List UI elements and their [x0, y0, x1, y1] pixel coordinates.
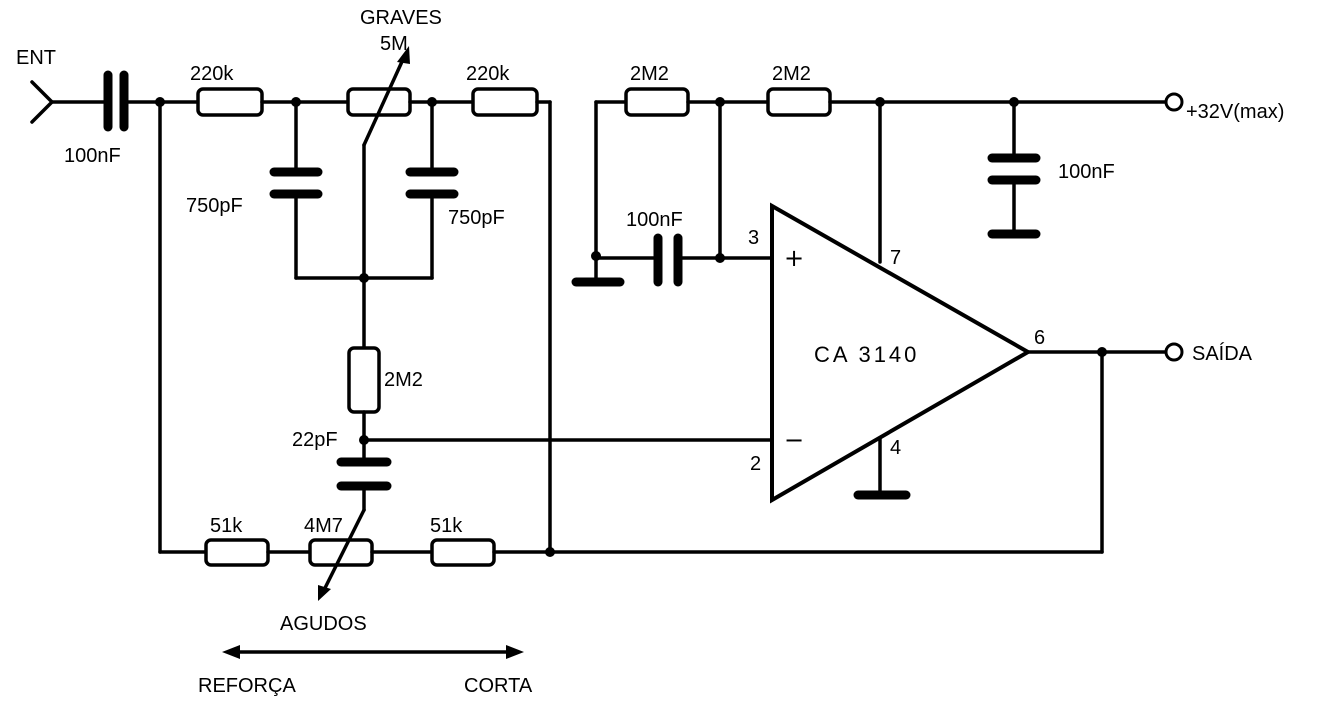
op-amp-ca3140 [770, 202, 1033, 504]
resistor-2m2-bias-right [766, 87, 832, 117]
pin2-label: 2 [750, 453, 761, 475]
c750-left-label: 750pF [186, 195, 243, 217]
r-mid-label: 2M2 [384, 369, 423, 391]
plus-sign: + [784, 244, 804, 272]
arrow-graves [362, 53, 407, 147]
agudos-label: AGUDOS [280, 613, 367, 635]
junction [715, 97, 725, 107]
input-jack-symbol [30, 80, 55, 124]
junction [875, 97, 885, 107]
input-label: ENT [16, 47, 56, 69]
minus-sign: − [784, 426, 804, 454]
pin3-label: 3 [748, 227, 759, 249]
c750-right-label: 750pF [448, 207, 505, 229]
graves-label: GRAVES [360, 7, 442, 29]
junction [1097, 347, 1107, 357]
c-bias-label: 100nF [626, 209, 683, 231]
cut-arrow-head [506, 645, 524, 659]
arrow-graves-head [397, 46, 410, 64]
r-bias2-label: 2M2 [772, 63, 811, 85]
resistor-220k-right [471, 87, 539, 117]
junction [291, 97, 301, 107]
junction [359, 273, 369, 283]
resistor-2m2-bias-left [624, 87, 690, 117]
c-in-label: 100nF [64, 145, 121, 167]
arrow-agudos-head [318, 585, 331, 601]
pin6-label: 6 [1034, 327, 1045, 349]
r51-left-label: 51k [210, 515, 243, 537]
junction [155, 97, 165, 107]
resistor-51k-right [430, 538, 496, 567]
junction [545, 547, 555, 557]
supply-terminal [1164, 92, 1184, 112]
r1-label: 220k [190, 63, 234, 85]
junction [359, 435, 369, 445]
graves-value-label: 5M [380, 33, 408, 55]
resistor-2m2-middle [347, 346, 381, 414]
resistor-220k-left [196, 87, 264, 117]
output-terminal [1164, 342, 1184, 362]
r51-right-label: 51k [430, 515, 463, 537]
c-supply-label: 100nF [1058, 161, 1115, 183]
junction [427, 97, 437, 107]
r-bias1-label: 2M2 [630, 63, 669, 85]
junction [1009, 97, 1019, 107]
pot-agudos-value-label: 4M7 [304, 515, 343, 537]
boost-arrow-head [222, 645, 240, 659]
corta-label: CORTA [464, 675, 533, 697]
c22-label: 22pF [292, 429, 338, 451]
junction [715, 253, 725, 263]
resistor-51k-left [204, 538, 270, 567]
r2-label: 220k [466, 63, 510, 85]
arrow-agudos [321, 508, 366, 594]
reforca-label: REFORÇA [198, 675, 296, 697]
ic-label: CA 3140 [814, 342, 919, 367]
supply-label: +32V(max) [1186, 101, 1284, 123]
junction [591, 251, 601, 261]
output-label: SAÍDA [1192, 342, 1253, 365]
pin7-label: 7 [890, 247, 901, 269]
pin4-label: 4 [890, 437, 901, 459]
